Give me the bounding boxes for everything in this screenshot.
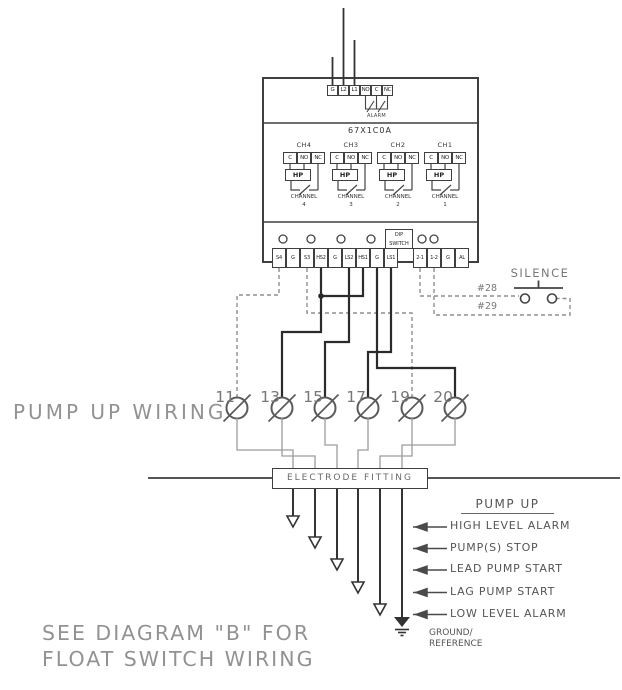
hp-relay-box: HP	[285, 169, 311, 181]
channel-name: CH2	[390, 141, 406, 149]
channel-caption: CHANNEL	[384, 194, 412, 200]
legend-lag-pump-start: LAG PUMP START	[450, 585, 556, 598]
channel-terminal-no: NO	[344, 152, 358, 164]
power-terminal-l1: L1	[349, 85, 360, 96]
channel-number: 1	[443, 202, 447, 208]
channel-caption: CHANNEL	[337, 194, 365, 200]
strip-terminal-1-2: 1-2	[427, 248, 441, 268]
channel-terminal-c: C	[424, 152, 438, 164]
channel-terminal-no: NO	[297, 152, 311, 164]
hp-relay-box: HP	[379, 169, 405, 181]
strip-terminal-s4: S4	[272, 248, 286, 268]
channel-terminal-nc: NC	[405, 152, 419, 164]
ground-symbol	[394, 617, 410, 637]
channel-caption: CHANNEL	[290, 194, 318, 200]
ground-label-line2: REFERENCE	[429, 639, 483, 649]
fitting-feed-wires	[236, 418, 456, 468]
terminal-number-17: 17	[346, 388, 366, 406]
channel-name: CH3	[343, 141, 359, 149]
electrode-tips	[285, 515, 388, 617]
power-feed-wires	[331, 8, 356, 85]
terminal-number-20: 20	[433, 388, 453, 406]
legend-title: PUMP UP	[461, 497, 554, 514]
model-label: 67X1C0A	[348, 126, 392, 135]
alarm-contact-symbol	[364, 96, 389, 113]
channel-caption: CHANNEL	[431, 194, 459, 200]
dip-switch-label-1: DIP	[394, 232, 404, 238]
strip-terminal-ls2: LS2	[342, 248, 356, 268]
note-line2: FLOAT SWITCH WIRING	[42, 647, 315, 671]
status-led-circles	[278, 234, 439, 244]
strip-terminal-s3: S3	[300, 248, 314, 268]
strip-terminal-g4: G	[441, 248, 455, 268]
channel-terminal-c: C	[377, 152, 391, 164]
terminal-number-15: 15	[303, 388, 323, 406]
dip-switch: DIP SWITCH	[385, 229, 413, 249]
ground-label-line1: GROUND/	[429, 628, 473, 638]
terminal-number-19: 19	[390, 388, 410, 406]
junction-dot	[318, 293, 324, 299]
hp-relay-box: HP	[332, 169, 358, 181]
dashed-wires	[236, 268, 571, 397]
strip-terminal-g3: G	[370, 248, 384, 268]
legend-arrows	[413, 522, 447, 620]
page-title: PUMP UP WIRING	[13, 400, 227, 424]
electrode-fitting-box: ELECTRODE FITTING	[272, 467, 428, 489]
alarm-terminal-nc: NC	[382, 85, 393, 96]
alarm-label: ALARM	[366, 113, 387, 119]
strip-terminal-al: AL	[455, 248, 469, 268]
silence-label: SILENCE	[510, 266, 570, 280]
channel-number: 2	[396, 202, 400, 208]
legend-pumps-stop: PUMP(S) STOP	[450, 541, 539, 554]
terminal-number-13: 13	[260, 388, 280, 406]
legend-high-level-alarm: HIGH LEVEL ALARM	[450, 519, 571, 532]
channel-number: 3	[349, 202, 353, 208]
channel-terminal-c: C	[330, 152, 344, 164]
note-line1: SEE DIAGRAM "B" FOR	[42, 621, 311, 645]
channel-terminal-no: NO	[391, 152, 405, 164]
solid-wires	[280, 268, 457, 397]
terminal-number-11: 11	[215, 388, 235, 406]
dip-switch-label-2: SWITCH	[389, 241, 409, 247]
power-terminal-g: G	[327, 85, 338, 96]
strip-terminal-g1: G	[286, 248, 300, 268]
legend-low-level-alarm: LOW LEVEL ALARM	[450, 607, 567, 620]
electrode-rods	[292, 489, 403, 617]
hp-relay-box: HP	[426, 169, 452, 181]
strip-terminal-g2: G	[328, 248, 342, 268]
channel-terminal-c: C	[283, 152, 297, 164]
alarm-terminal-c: C	[371, 85, 382, 96]
channel-number: 4	[302, 202, 306, 208]
strip-terminal-hs2: HS2	[314, 248, 328, 268]
wire-number-28: #28	[477, 283, 498, 294]
channel-terminal-nc: NC	[311, 152, 325, 164]
strip-terminal-2-1: 2-1	[413, 248, 427, 268]
channel-terminal-nc: NC	[452, 152, 466, 164]
strip-terminal-ls1: LS1	[384, 248, 398, 268]
channel-terminal-nc: NC	[358, 152, 372, 164]
legend-lead-pump-start: LEAD PUMP START	[450, 562, 563, 575]
channel-name: CH1	[437, 141, 453, 149]
strip-terminal-hs1: HS1	[356, 248, 370, 268]
alarm-terminal-no: NO	[360, 85, 371, 96]
power-terminal-l2: L2	[338, 85, 349, 96]
channel-contact-symbols	[289, 164, 460, 196]
channel-terminal-no: NO	[438, 152, 452, 164]
channel-name: CH4	[296, 141, 312, 149]
silence-button-symbol	[514, 280, 563, 304]
wire-number-29: #29	[477, 301, 498, 312]
screw-terminal-circles	[222, 393, 470, 423]
